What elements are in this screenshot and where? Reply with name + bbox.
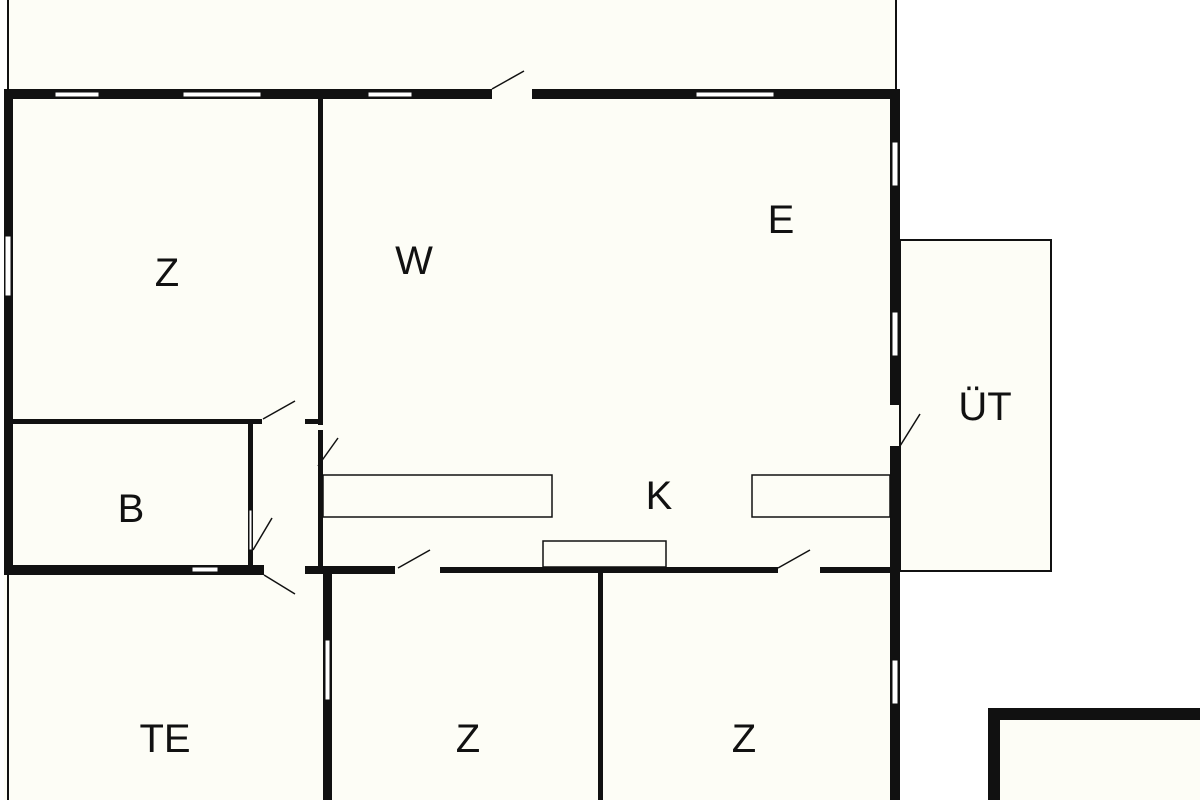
kitchen-counters (322, 474, 891, 568)
room-label-living: W (395, 239, 433, 283)
room-label-kitchen: K (646, 474, 673, 518)
terrace-top (8, 0, 896, 95)
room-label-utility: ÜT (958, 385, 1011, 429)
room-label-bedroom-2: Z (456, 717, 480, 761)
ut-room-outline (899, 239, 1052, 572)
room-label-bathroom: B (118, 487, 145, 531)
room-label-bedroom-3: Z (732, 717, 756, 761)
door-swings (252, 70, 921, 595)
room-label-bedroom-1: Z (155, 251, 179, 295)
house-floor (4, 90, 900, 800)
room-label-terrace: TE (139, 717, 190, 761)
entry-door-gap (492, 88, 532, 100)
outbuilding-floor (1000, 720, 1200, 800)
windows (4, 91, 899, 705)
room-label-dining: E (768, 198, 795, 242)
